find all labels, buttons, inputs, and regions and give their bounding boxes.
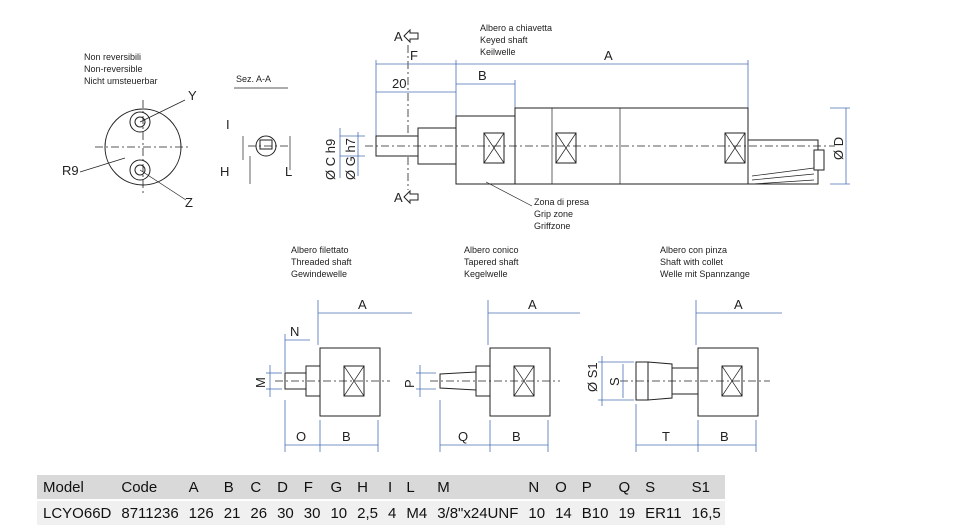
technical-drawing: Non reversibili Non-reversible Nicht ums… [62, 23, 850, 452]
note-keyed-it: Albero a chiavetta [480, 23, 552, 33]
dim-b-collet: B [720, 429, 729, 444]
threaded-shaft-view: Albero filettato Threaded shaft Gewindew… [253, 245, 412, 452]
cell-q: 19 [612, 499, 640, 525]
header-f: F [297, 475, 325, 500]
dim-a-main: A [604, 48, 613, 63]
dim-20: 20 [392, 76, 406, 91]
cell-m: 3/8"x24UNF [431, 499, 523, 525]
note-collet-en: Shaft with collet [660, 257, 724, 267]
note-tapered-it: Albero conico [464, 245, 519, 255]
cell-i: 4 [382, 499, 401, 525]
note-keyed-de: Keilwelle [480, 47, 516, 57]
header-l: L [400, 475, 432, 500]
dim-d: Ø D [831, 137, 846, 160]
header-m: M [431, 475, 523, 500]
header-i: I [382, 475, 401, 500]
note-tapered-de: Kegelwelle [464, 269, 508, 279]
section-mark-a-top: A [394, 29, 403, 44]
note-collet-it: Albero con pinza [660, 245, 727, 255]
note-threaded-en: Threaded shaft [291, 257, 352, 267]
header-n: N [522, 475, 550, 500]
dim-n: N [290, 324, 299, 339]
cell-g: 10 [324, 499, 352, 525]
cell-model: LCYO66D [37, 499, 116, 525]
table-header-row: Model Code A B C D F G H I L M N O P Q S… [37, 475, 725, 500]
dim-p: P [402, 379, 417, 388]
collet-shaft-view: Albero con pinza Shaft with collet Welle… [585, 245, 782, 452]
header-c: C [244, 475, 272, 500]
dim-q: Q [458, 429, 468, 444]
cell-b: 21 [217, 499, 245, 525]
dim-a-tapered: A [528, 297, 537, 312]
dim-i: I [226, 117, 230, 132]
cell-h: 2,5 [351, 499, 382, 525]
note-threaded-de: Gewindewelle [291, 269, 347, 279]
note-non-reversible-it: Non reversibili [84, 52, 141, 62]
dim-h: H [220, 164, 229, 179]
note-collet-de: Welle mit Spannzange [660, 269, 750, 279]
cell-s: ER11 [639, 499, 686, 525]
header-o: O [549, 475, 576, 500]
section-mark-a-bottom: A [394, 190, 403, 205]
cell-a: 126 [182, 499, 218, 525]
cell-d: 30 [271, 499, 298, 525]
cell-c: 26 [244, 499, 272, 525]
header-model: Model [37, 475, 116, 500]
header-g: G [324, 475, 352, 500]
dim-s1: Ø S1 [585, 362, 600, 392]
note-tapered-en: Tapered shaft [464, 257, 519, 267]
dim-o: O [296, 429, 306, 444]
cell-code: 8711236 [115, 499, 183, 525]
label-y: Y [188, 88, 197, 103]
table-row: LCYO66D 8711236 126 21 26 30 30 10 2,5 4… [37, 499, 725, 525]
dim-g: Ø G h7 [343, 138, 358, 180]
cell-f: 30 [297, 499, 325, 525]
note-non-reversible-en: Non-reversible [84, 64, 143, 74]
header-s1: S1 [685, 475, 725, 500]
cell-p: B10 [575, 499, 613, 525]
note-grip-it: Zona di presa [534, 197, 589, 207]
header-q: Q [612, 475, 640, 500]
dim-r9: R9 [62, 163, 79, 178]
cell-s1: 16,5 [685, 499, 725, 525]
header-d: D [271, 475, 298, 500]
header-h: H [351, 475, 382, 500]
cell-o: 14 [549, 499, 576, 525]
dim-b-main: B [478, 68, 487, 83]
cell-l: M4 [400, 499, 432, 525]
dim-f: F [410, 48, 418, 63]
dim-t: T [662, 429, 670, 444]
header-code: Code [115, 475, 183, 500]
label-z: Z [185, 195, 193, 210]
dim-m: M [253, 377, 268, 388]
header-a: A [182, 475, 218, 500]
note-grip-en: Grip zone [534, 209, 573, 219]
dim-s: S [607, 377, 622, 386]
spec-table: Model Code A B C D F G H I L M N O P Q S… [37, 475, 725, 525]
dim-a-threaded: A [358, 297, 367, 312]
header-p: P [575, 475, 613, 500]
cell-n: 10 [522, 499, 550, 525]
dim-c: Ø C h9 [323, 139, 338, 180]
dim-b-tapered: B [512, 429, 521, 444]
note-keyed-en: Keyed shaft [480, 35, 528, 45]
dim-b-threaded: B [342, 429, 351, 444]
note-threaded-it: Albero filettato [291, 245, 349, 255]
note-non-reversible-de: Nicht umsteuerbar [84, 76, 158, 86]
section-a-a: Sez. A-A I H L [220, 74, 292, 184]
main-side-view: Albero a chiavetta Keyed shaft Keilwelle… [323, 23, 850, 231]
dim-a-collet: A [734, 297, 743, 312]
front-view: Non reversibili Non-reversible Nicht ums… [62, 52, 197, 210]
tapered-shaft-view: Albero conico Tapered shaft Kegelwelle A… [402, 245, 580, 452]
note-grip-de: Griffzone [534, 221, 570, 231]
section-title: Sez. A-A [236, 74, 271, 84]
dim-l: L [285, 164, 292, 179]
header-b: B [217, 475, 245, 500]
header-s: S [639, 475, 686, 500]
